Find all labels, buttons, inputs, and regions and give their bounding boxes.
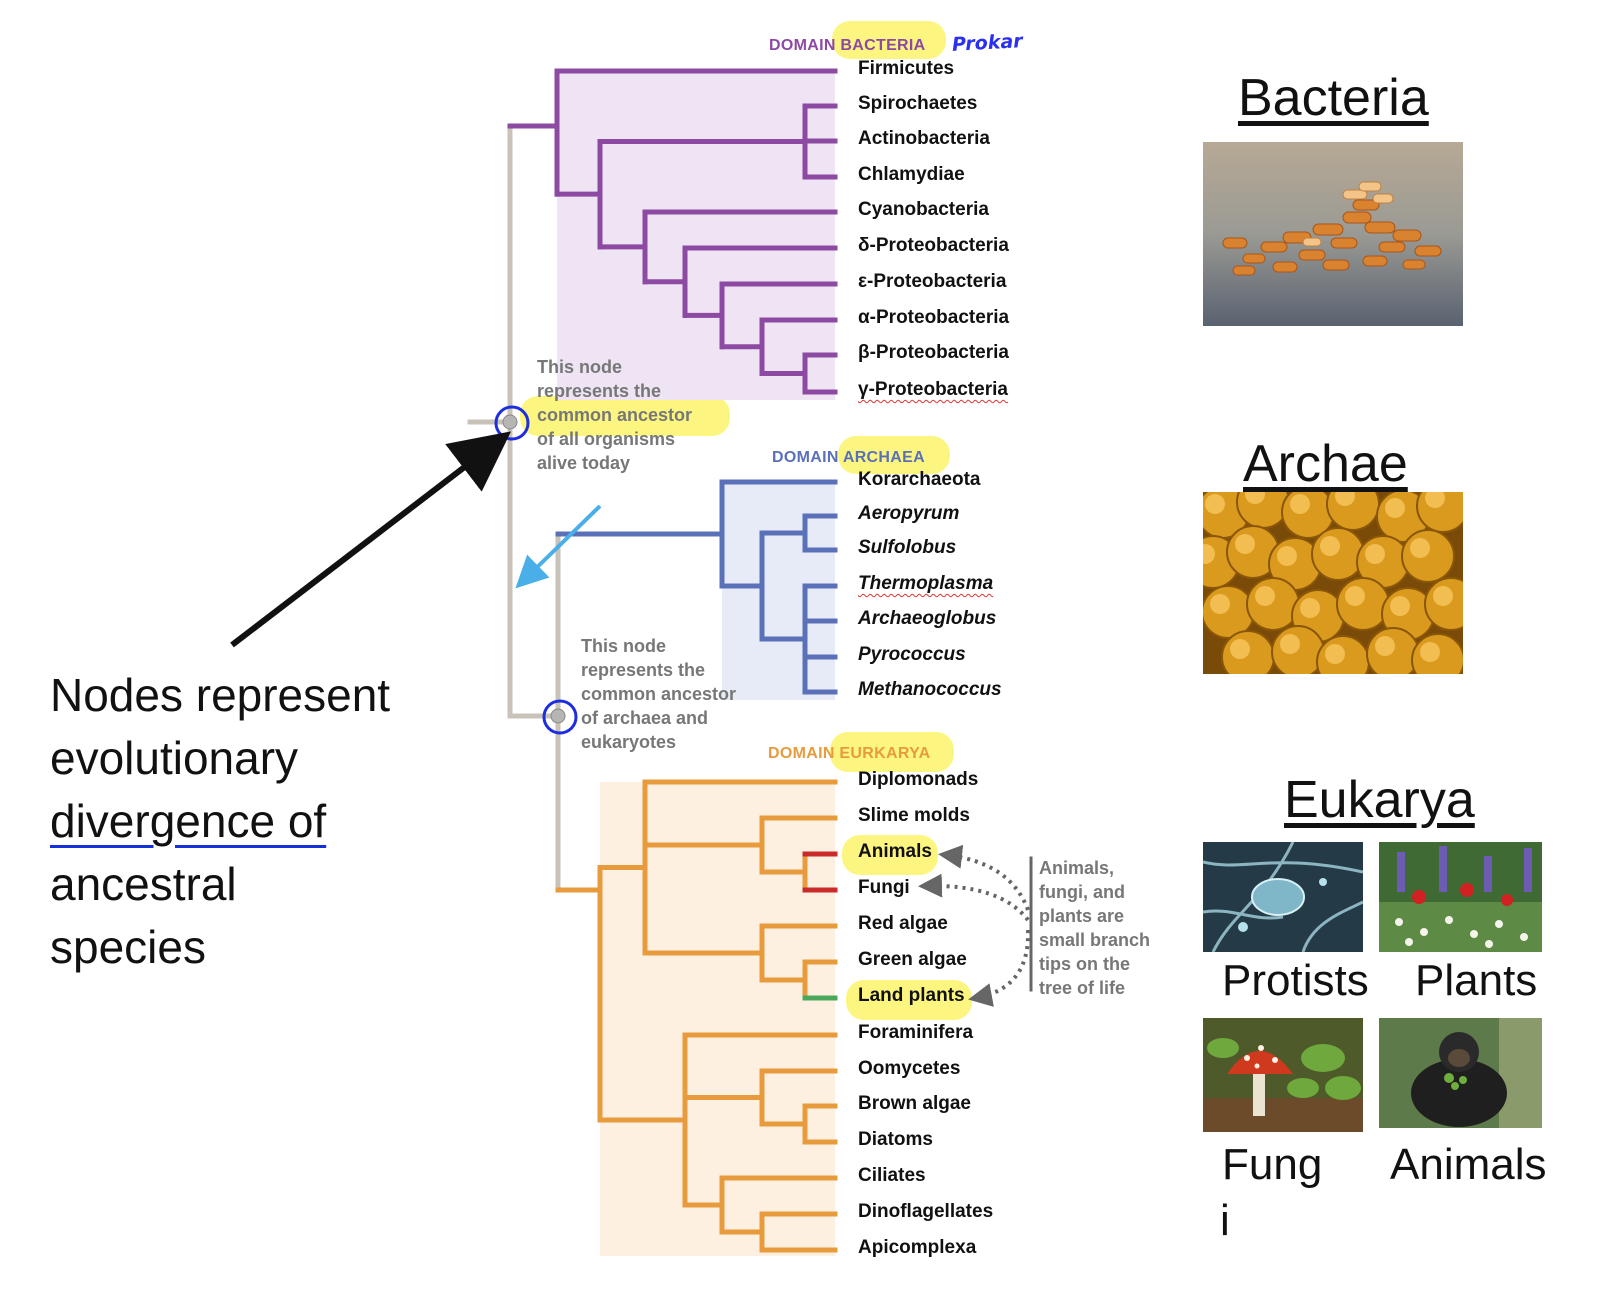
taxon-label: Foraminifera	[858, 1022, 974, 1043]
taxon-label: Diplomonads	[858, 769, 979, 790]
highlight-common-ancestor	[520, 396, 730, 436]
highlight-domain-archaea	[838, 436, 950, 474]
fungi-label-line1: Fung	[1222, 1140, 1323, 1189]
archaea-cell-highlight	[1433, 586, 1453, 606]
taxon-label: Archaeoglobus	[858, 608, 997, 629]
eukarya-shade	[600, 782, 835, 1256]
archaea-cell-highlight	[1425, 492, 1445, 508]
root-node	[502, 414, 518, 430]
archaea-cell-highlight	[1235, 534, 1255, 554]
archaea-cell-highlight	[1203, 544, 1215, 564]
fungi-label-line2: i	[1220, 1196, 1230, 1245]
taxon-label: Red algae	[858, 913, 948, 934]
plants-label: Plants	[1415, 956, 1538, 1005]
bacteria-photo	[1203, 142, 1463, 326]
root-node-circle	[494, 405, 530, 441]
eukarya-title: Eukarya	[1284, 771, 1475, 829]
domain-archaea-label: DOMAIN ARCHAEA	[772, 449, 925, 466]
taxon-label: ε-Proteobacteria	[858, 271, 1007, 292]
taxon-label: Aeropyrum	[858, 503, 960, 524]
archaea-cell-highlight	[1245, 492, 1265, 504]
fungi-photo	[1203, 1018, 1363, 1132]
small-branch-tips-note: Animals, fungi, and plants are small bra…	[1039, 858, 1151, 998]
archaea-cell-highlight	[1255, 586, 1275, 606]
archaea-cell-highlight	[1365, 544, 1385, 564]
taxon-label: δ-Proteobacteria	[858, 235, 1009, 256]
archaea-cell-highlight	[1205, 494, 1225, 514]
taxon-label: β-Proteobacteria	[858, 342, 1009, 363]
taxon-label: Animals	[858, 841, 932, 862]
plants-photo	[1379, 842, 1542, 952]
archaea-cell-highlight	[1230, 639, 1250, 659]
taxon-label: Firmicutes	[858, 58, 955, 79]
archaea-cell-highlight	[1280, 634, 1300, 654]
taxon-label: Actinobacteria	[858, 128, 990, 149]
archaea-cell	[1336, 577, 1390, 631]
archaea-cell-highlight	[1290, 494, 1310, 514]
taxon-label: Sulfolobus	[858, 537, 957, 558]
taxon-label: Cyanobacteria	[858, 199, 989, 220]
highlight-domain-bacteria	[832, 21, 946, 59]
archaea-cell	[1401, 529, 1455, 583]
archaea-cell-highlight	[1420, 642, 1440, 662]
archaea-eukarya-node-circle	[542, 699, 578, 735]
taxon-label: Spirochaetes	[858, 93, 978, 114]
taxon-label: Dinoflagellates	[858, 1201, 994, 1222]
highlight-land-plants	[846, 980, 972, 1020]
taxon-label: Chlamydiae	[858, 164, 965, 185]
archaea-photo	[1203, 492, 1463, 674]
protists-label: Protists	[1222, 956, 1369, 1005]
pointer-arrow	[230, 431, 512, 648]
taxon-label: Apicomplexa	[858, 1237, 977, 1258]
taxon-label: Oomycetes	[858, 1058, 961, 1079]
domain-eukarya-label: DOMAIN EURKARYA	[768, 745, 931, 762]
root-node-note: This node represents the common ancestor…	[537, 357, 693, 473]
protists-photo	[1203, 842, 1363, 952]
taxon-label: α-Proteobacteria	[858, 307, 1010, 328]
animals-photo	[1379, 1018, 1542, 1128]
archaea-cell	[1246, 577, 1300, 631]
taxon-label: Ciliates	[858, 1165, 926, 1186]
nodes-explanation-note: Nodes represent evolutionary divergence …	[50, 669, 391, 973]
handwritten-prokar-note: Prokar	[951, 30, 1024, 56]
archaea-cell-highlight	[1277, 546, 1297, 566]
taxon-label: Pyrococcus	[858, 644, 966, 665]
bacteria-title: Bacteria	[1238, 69, 1429, 127]
taxon-label: Methanococcus	[858, 679, 1002, 700]
dotted-arrow-animals	[938, 844, 1030, 911]
blue-pointer-arrow	[515, 504, 602, 589]
dotted-arrow-land-plants	[968, 929, 1031, 1007]
archaea-cell-highlight	[1385, 498, 1405, 518]
archaea-cell-highlight	[1390, 596, 1410, 616]
taxon-label: Brown algae	[858, 1093, 971, 1114]
taxon-label: γ-Proteobacteria	[858, 379, 1008, 400]
dotted-arrow-fungi	[918, 873, 1030, 922]
archaea-cell	[1311, 527, 1365, 581]
archaea-eukarya-node-note: This node represents the common ancestor…	[581, 636, 737, 752]
animals-label: Animals	[1390, 1140, 1547, 1189]
archaea-cell-highlight	[1335, 492, 1355, 506]
archaea-cell-highlight	[1410, 538, 1430, 558]
archaea-cell-highlight	[1375, 636, 1395, 656]
archaea-eukarya-node	[550, 708, 566, 724]
taxon-label: Korarchaeota	[858, 469, 981, 490]
taxon-label: Land plants	[858, 985, 965, 1006]
archaea-cell-highlight	[1320, 536, 1340, 556]
taxon-label: Thermoplasma	[858, 573, 994, 594]
taxon-label: Slime molds	[858, 805, 970, 826]
archaea-cell-highlight	[1325, 644, 1345, 664]
highlight-animals	[842, 835, 938, 875]
domain-bacteria-label: DOMAIN BACTERIA	[769, 37, 926, 54]
archaea-cell-highlight	[1300, 598, 1320, 618]
archaea-cell-highlight	[1210, 594, 1230, 614]
highlight-domain-eukarya	[830, 732, 954, 772]
archaea-cell-highlight	[1345, 586, 1365, 606]
archae-title: Archae	[1243, 435, 1408, 493]
taxon-label: Fungi	[858, 877, 910, 898]
taxon-label: Green algae	[858, 949, 967, 970]
taxon-label: Diatoms	[858, 1129, 933, 1150]
